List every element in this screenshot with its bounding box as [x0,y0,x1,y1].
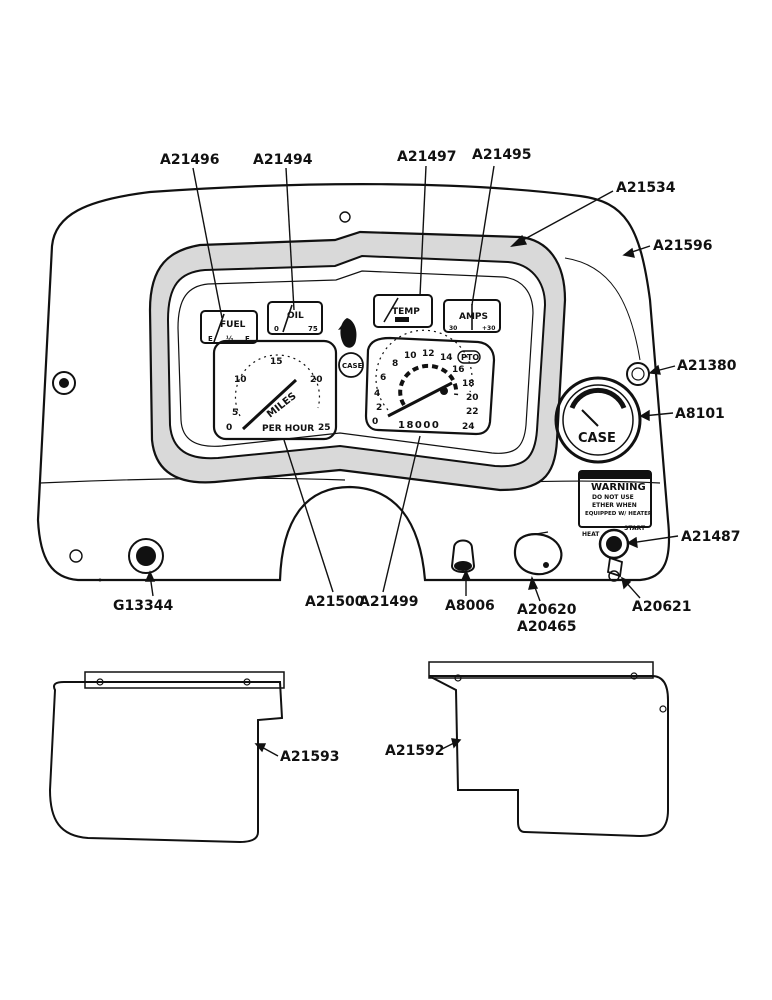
warning-line-2: ETHER WHEN [592,502,637,509]
warning-line-1: DO NOT USE [592,494,634,501]
warning-plate: WARNING DO NOT USE ETHER WHEN EQUIPPED W… [578,470,653,538]
oil-needle [282,304,293,333]
tach-tick-22: 22 [466,407,479,417]
fuel-needle [213,313,225,343]
oil-mark-high: 75 [308,325,318,333]
oil-gauge-title: OIL [287,311,304,321]
part-label-a21494: A21494 [253,152,313,168]
speed-tick-5: 5 [232,408,238,418]
part-label-a8006: A8006 [445,598,495,614]
tach-tick-14: 14 [440,353,453,363]
panel-screw-hole [339,211,351,223]
part-label-a21534: A21534 [616,180,676,196]
part-label-a21487: A21487 [681,529,741,545]
switch-mark-heat: HEAT [582,531,600,538]
part-label-a21593: A21593 [280,749,340,765]
warning-title: WARNING [591,482,646,493]
side-panel-a21592 [428,661,669,838]
part-label-g13344: G13344 [113,598,173,614]
amps-gauge: AMPS 30 +30 [443,299,501,333]
oil-gauge: OIL 0 75 [267,301,323,335]
tach-tick-8: 8 [392,359,398,369]
speed-tick-20: 20 [310,375,323,385]
amps-gauge-title: AMPS [459,312,488,322]
side-panel-a21593 [48,671,285,844]
heat-start-switch [598,528,630,582]
fuel-gauge-title: FUEL [220,320,246,330]
tach-tick-12: 12 [422,349,435,359]
speed-tick-10: 10 [234,375,247,385]
round-gauge-a8101: CASE [554,376,642,464]
dash-panel-side-curve [564,257,641,361]
socket-g13344 [128,538,164,574]
case-eagle-emblem: CASE [338,318,364,378]
tach-tick-2: 2 [376,403,382,413]
tach-tick-0: 0 [372,417,378,427]
temp-needle [383,297,399,323]
part-label-a20465: A20465 [517,619,577,635]
fuel-mark-empty: E [208,335,213,343]
round-gauge-brand: CASE [578,431,616,446]
left-indicator-light [52,371,76,395]
part-label-a21596: A21596 [653,238,713,254]
speed-tick-0: 0 [226,423,232,433]
part-label-a21497: A21497 [397,149,457,165]
amps-mark-pos: +30 [482,325,495,332]
part-label-a21495: A21495 [472,147,532,163]
amps-mark-neg: 30 [449,325,457,332]
part-label-a21500: A21500 [305,594,365,610]
fuel-mark-half: ½ [226,335,233,343]
part-label-a20620: A20620 [517,602,577,618]
speed-tick-25: 25 [318,423,331,433]
part-label-a21380: A21380 [677,358,737,374]
part-label-a21499: A21499 [359,594,419,610]
tach-tick-24: 24 [462,422,475,432]
warning-line-3: EQUIPPED W/ HEATER [585,511,653,517]
hour-meter-readout: 18000 [398,420,440,431]
temp-zone-mark [395,317,409,322]
speedometer-unit-line2: PER HOUR [262,424,314,434]
fuel-gauge: FUEL E ½ F [200,310,258,344]
knob-a21380 [626,362,650,386]
part-label-a21496: A21496 [160,152,220,168]
switch-mark-start: START [624,525,646,532]
tach-tick-6: 6 [380,373,386,383]
dash-panel-outline [36,183,671,582]
part-label-a8101: A8101 [675,406,725,422]
tach-tick-4: 4 [374,389,380,399]
speedometer-needle [241,378,298,431]
cluster-bezel-rim [177,270,534,454]
part-label-a20621: A20621 [632,599,692,615]
emblem-text: CASE [342,362,363,370]
temp-gauge-title: TEMP [392,307,420,317]
tach-tick-20: 20 [466,393,479,403]
oil-mark-low: 0 [274,325,279,333]
cluster-bezel-inner [166,254,547,468]
tach-tick-10: 10 [404,351,417,361]
part-label-a21592: A21592 [385,743,445,759]
tach-tick-18: 18 [462,379,475,389]
speed-tick-15: 15 [270,357,283,367]
light-switch-a8006 [450,539,476,573]
control-knob-a20620 [513,531,563,576]
fuel-mark-full: F [245,335,250,343]
tach-pto-badge: PTO [461,353,479,362]
temp-gauge: TEMP [373,294,433,328]
tach-tick-16: 16 [452,365,465,375]
panel-screw-hole-left [69,549,83,563]
tachometer: 0 2 4 6 8 10 12 14 16 18 20 22 24 PTO 18… [364,329,496,436]
panel-dot [98,578,102,582]
leader-lines [144,165,679,757]
